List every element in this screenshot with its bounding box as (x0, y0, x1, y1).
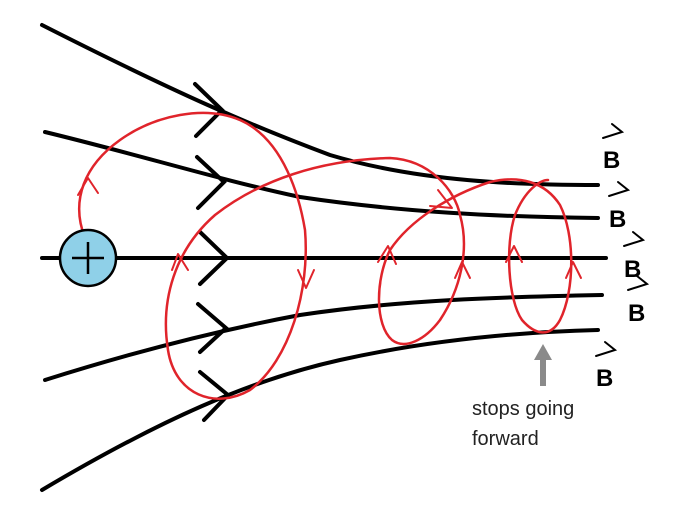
stop-pointer (534, 344, 552, 386)
trajectory-arrow-icon (297, 269, 315, 289)
vector-arrow-icon (602, 123, 625, 139)
particle-trajectory (77, 111, 582, 400)
chevron-arrow-icon (193, 82, 225, 138)
b-vector-label-3: B (623, 231, 646, 283)
annotation-line-1: stops going (472, 398, 575, 420)
trajectory-arrow-icon (454, 261, 471, 279)
b-label: B (603, 147, 620, 174)
field-direction-arrows (193, 82, 231, 422)
helix-path (77, 111, 573, 400)
vector-arrow-icon (627, 275, 650, 291)
b-label: B (596, 365, 613, 392)
field-labels: B B B B B (595, 123, 650, 392)
positive-charge (58, 228, 118, 288)
vector-arrow-icon (595, 341, 618, 357)
field-lines (40, 23, 608, 492)
field-line-2 (43, 130, 600, 220)
up-arrow-icon (534, 344, 552, 386)
b-label: B (624, 256, 641, 283)
chevron-arrow-icon (196, 302, 230, 354)
b-vector-label-5: B (595, 341, 618, 392)
vector-arrow-icon (608, 181, 631, 197)
annotation-line-2: forward (472, 428, 539, 450)
stop-annotation: stops going forward (472, 394, 574, 454)
vector-arrow-icon (623, 231, 646, 247)
trajectory-arrow-icon (565, 261, 582, 279)
chevron-arrow-icon (198, 370, 231, 422)
b-vector-label-2: B (608, 181, 631, 233)
chevron-arrow-icon (198, 230, 230, 286)
b-vector-label-4: B (627, 275, 650, 327)
trajectory-arrow-icon (171, 253, 189, 271)
field-line-4 (43, 293, 604, 382)
field-line-1 (40, 23, 600, 187)
chevron-arrow-icon (195, 155, 227, 210)
field-line-5 (40, 328, 600, 492)
trajectory-arrow-icon (505, 245, 523, 263)
trajectory-arrow-icon (377, 245, 397, 265)
b-label: B (628, 300, 645, 327)
trajectory-arrow-icon (77, 177, 99, 196)
b-vector-label-1: B (602, 123, 625, 174)
b-label: B (609, 206, 626, 233)
trajectory-arrow-icon (429, 189, 453, 209)
